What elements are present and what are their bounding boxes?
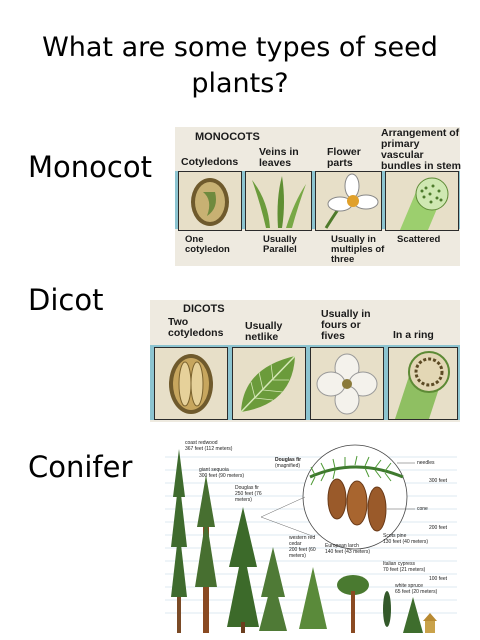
western-red-cedar-label: western red cedar	[289, 535, 316, 547]
douglas-fir-label: Douglas fir	[235, 485, 259, 491]
slide-title: What are some types of seed plants?	[42, 32, 438, 99]
monocot-stem-illustration	[385, 171, 459, 231]
giant-sequoia-label: giant sequoia	[199, 467, 229, 473]
dicot-flower-illustration	[310, 347, 384, 420]
dicot-stem-illustration	[388, 347, 458, 420]
monocot-leaf-illustration	[245, 171, 312, 231]
monocot-stem-caption: Scattered	[397, 234, 441, 245]
dicot-stem-caption: In a ring	[393, 329, 434, 341]
scale-100-feet: 100 feet	[429, 576, 448, 582]
monocot-cotyledon-caption: One cotyledon	[185, 234, 230, 255]
cone-callout: cone	[417, 506, 428, 512]
european-larch-height: 140 feet (43 meters)	[325, 549, 371, 555]
coast-redwood-height: 367 feet (112 meters)	[185, 446, 233, 452]
italian-cypress-height: 70 feet (21 meters)	[383, 567, 426, 573]
monocots-heading: MONOCOTS	[195, 131, 260, 143]
needles-callout: needles	[417, 460, 435, 466]
scale-300-feet: 300 feet	[429, 478, 448, 484]
scale-200-feet: 200 feet	[429, 525, 448, 531]
magnified-note: (magnified)	[275, 463, 301, 469]
conifer-height-chart: coast redwood 367 feet (112 meters) gian…	[165, 437, 457, 633]
western-red-cedar-height: 200 feet (60 meters)	[289, 547, 316, 559]
monocot-cotyledons-header: Cotyledons	[181, 156, 239, 168]
monocot-veins-caption: Usually Parallel	[263, 234, 297, 255]
dicots-panel: DICOTS Two cotyledons Usually netlike Us…	[150, 300, 460, 422]
douglas-fir-height: 250 feet (76 meters)	[235, 491, 262, 503]
monocot-veins-header: Veins in leaves	[259, 146, 299, 169]
monocot-flower-header: Flower parts	[327, 146, 361, 169]
monocot-label: Monocot	[28, 150, 152, 184]
dicot-flower-caption: Usually in fours or fives	[321, 308, 371, 342]
monocot-vascular-header: Arrangement of primary vascular bundles …	[381, 127, 461, 172]
scots-pine-label: Scots pine	[383, 533, 407, 539]
giant-sequoia-height: 300 feet (90 meters)	[199, 473, 245, 479]
white-spruce-height: 65 feet (20 meters)	[395, 589, 438, 595]
dicot-label: Dicot	[28, 283, 104, 317]
dicot-cotyledons-caption: Two cotyledons	[168, 316, 224, 339]
dicot-seed-illustration	[154, 347, 228, 420]
coast-redwood-label: coast redwood	[185, 440, 218, 446]
dicots-heading: DICOTS	[183, 303, 225, 315]
monocots-panel: MONOCOTS Cotyledons Veins in leaves Flow…	[175, 127, 461, 266]
monocot-seed-illustration	[178, 171, 242, 231]
scots-pine-height: 130 feet (40 meters)	[383, 539, 429, 545]
italian-cypress-label: Italian cypress	[383, 561, 415, 567]
magnified-title: Douglas fir	[275, 457, 302, 463]
white-spruce-label: white spruce	[395, 583, 424, 589]
monocot-flower-illustration	[315, 171, 382, 231]
conifer-label: Conifer	[28, 450, 133, 484]
dicot-leaf-illustration	[232, 347, 306, 420]
monocot-flower-caption: Usually in multiples of three	[331, 234, 385, 265]
dicot-veins-caption: Usually netlike	[245, 320, 283, 343]
european-larch-label: European larch	[325, 543, 359, 549]
